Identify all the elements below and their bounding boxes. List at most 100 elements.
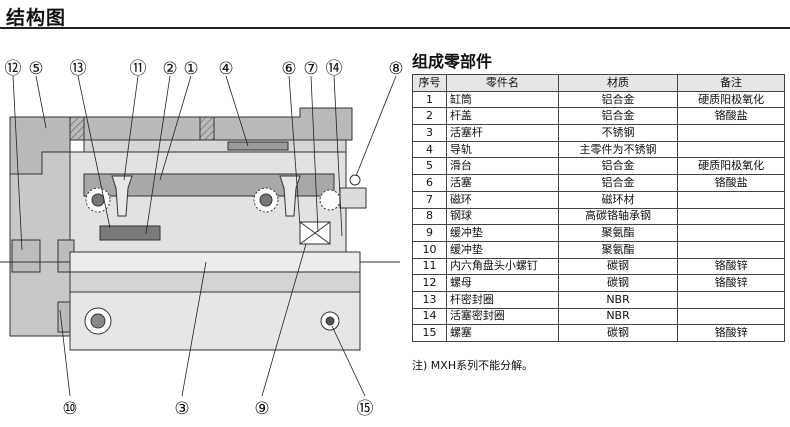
cell-material: 主零件为不锈钢: [557, 140, 679, 159]
header-material: 材质: [557, 74, 679, 92]
parts-title: 组成零部件: [412, 52, 493, 71]
cell-name: 导轨: [445, 140, 559, 159]
cell-note: 硬质阳极氧化: [677, 157, 785, 176]
cell-note: [677, 240, 785, 259]
cell-no: 10: [412, 240, 447, 259]
cell-material: 铝合金: [557, 157, 679, 176]
cell-note: 硬质阳极氧化: [677, 90, 785, 109]
cell-material: NBR: [557, 290, 679, 309]
cell-note: [677, 307, 785, 326]
section-header: 结构图: [0, 0, 790, 30]
callout-9: ⑨: [254, 399, 269, 419]
cell-name: 活塞杆: [445, 124, 559, 142]
cell-name: 活塞: [445, 174, 559, 192]
cell-no: 14: [412, 307, 447, 326]
cell-note: [677, 290, 785, 309]
cell-material: 聚氨酯: [557, 224, 679, 242]
callout-7: ⑦: [303, 59, 318, 79]
cell-no: 6: [412, 174, 447, 192]
cell-note: 铬酸盐: [677, 107, 785, 126]
callout-2: ②: [162, 59, 177, 79]
guide-rail: [83, 139, 347, 153]
cell-name: 杆密封圈: [445, 290, 559, 309]
callout-3: ③: [174, 399, 189, 419]
header-rule: [0, 27, 790, 29]
cell-no: 13: [412, 290, 447, 309]
cell-note: [677, 124, 785, 142]
section-title: 结构图: [6, 7, 67, 29]
cell-material: 碳钢: [557, 274, 679, 292]
callout-15: ⑮: [357, 399, 374, 419]
cylinder-tube: [69, 151, 347, 263]
callout-1: ①: [183, 59, 198, 79]
cell-name: 活塞密封圈: [445, 307, 559, 326]
cell-name: 螺母: [445, 274, 559, 292]
cell-name: 杆盖: [445, 107, 559, 126]
callout-10: ⑩: [62, 399, 77, 419]
cell-note: 铬酸锌: [677, 274, 785, 292]
cell-no: 2: [412, 107, 447, 126]
cell-note: [677, 207, 785, 226]
cell-material: 铝合金: [557, 90, 679, 109]
cell-name: 缓冲垫: [445, 224, 559, 242]
cell-no: 3: [412, 124, 447, 142]
callout-12: ⑫: [5, 59, 22, 79]
header-no: 序号: [412, 74, 447, 92]
cell-name: 钢球: [445, 207, 559, 226]
cell-material: 高碳铬轴承钢: [557, 207, 679, 226]
cell-name: 磁环: [445, 190, 559, 209]
cell-material: 碳钢: [557, 324, 679, 342]
cell-no: 11: [412, 257, 447, 276]
cell-name: 缸筒: [445, 90, 559, 109]
cell-material: 磁环材: [557, 190, 679, 209]
cell-no: 4: [412, 140, 447, 159]
footnote: 注) MXH系列不能分解。: [412, 359, 534, 372]
cell-name: 滑台: [445, 157, 559, 176]
cell-name: 缓冲垫: [445, 240, 559, 259]
cell-note: [677, 224, 785, 242]
cell-material: 铝合金: [557, 107, 679, 126]
parts-header-row: 序号 零件名 材质 备注: [412, 74, 785, 92]
cell-note: [677, 190, 785, 209]
cell-no: 12: [412, 274, 447, 292]
callout-6: ⑥: [281, 59, 296, 79]
cell-no: 15: [412, 324, 447, 342]
cell-material: 聚氨酯: [557, 240, 679, 259]
cell-material: NBR: [557, 307, 679, 326]
callout-8: ⑧: [388, 59, 403, 79]
callout-14: ⑭: [326, 59, 343, 79]
cell-name: 螺塞: [445, 324, 559, 342]
cell-material: 碳钢: [557, 257, 679, 276]
header-note: 备注: [677, 74, 785, 92]
cell-note: 铬酸盐: [677, 174, 785, 192]
cell-no: 9: [412, 224, 447, 242]
cylinder-cross-section: ⑫ ⑤ ⑬ ⑪ ② ① ④ ⑥ ⑦ ⑭ ⑧ ⑩ ③ ⑨ ⑮: [0, 59, 404, 419]
cell-note: 铬酸锌: [677, 324, 785, 342]
cell-material: 不锈钢: [557, 124, 679, 142]
cell-no: 8: [412, 207, 447, 226]
callout-4: ④: [218, 59, 233, 79]
cell-no: 7: [412, 190, 447, 209]
cell-note: [677, 140, 785, 159]
piston-rod: [69, 251, 361, 273]
structure-diagram: ⑫ ⑤ ⑬ ⑪ ② ① ④ ⑥ ⑦ ⑭ ⑧ ⑩ ③ ⑨ ⑮: [0, 40, 405, 423]
cell-no: 5: [412, 157, 447, 176]
cell-note: 铬酸锌: [677, 257, 785, 276]
cell-material: 铝合金: [557, 174, 679, 192]
callout-13: ⑬: [70, 59, 87, 79]
